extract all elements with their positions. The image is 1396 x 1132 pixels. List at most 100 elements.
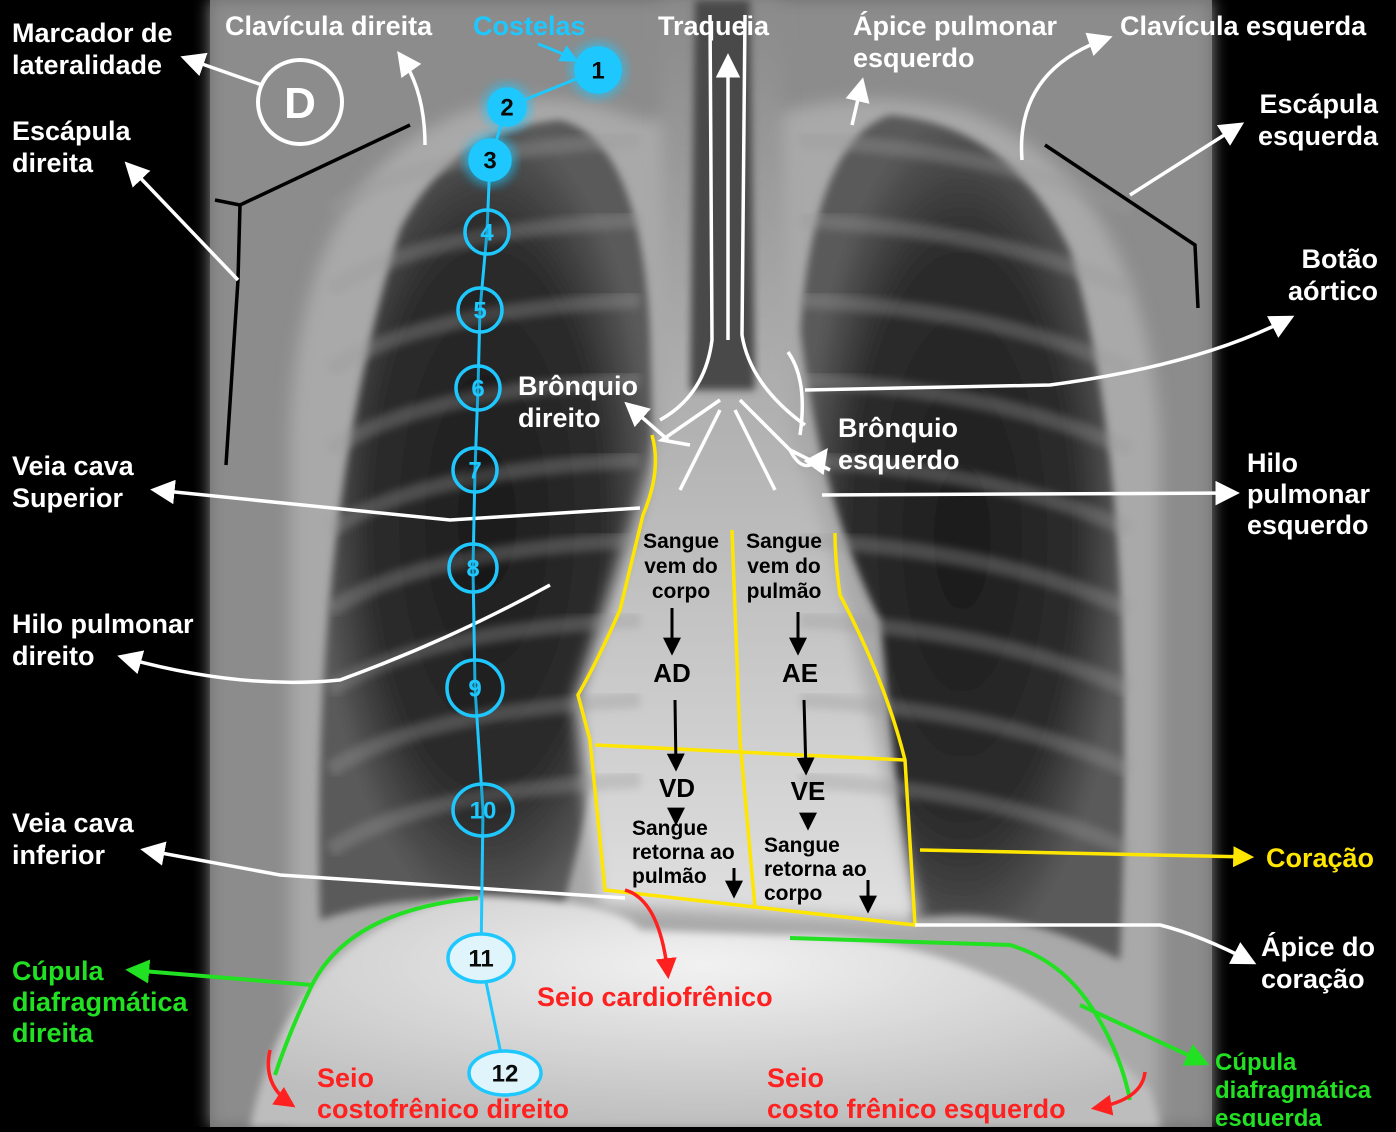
rib-shadow-left: [799, 132, 1134, 218]
rib-circle: [447, 542, 499, 594]
rib-shadow-right: [325, 372, 641, 457]
rib-node-5: 5: [456, 286, 504, 334]
rib-shadow-right: [325, 292, 641, 377]
rib-number: 6: [471, 376, 484, 403]
heart-ra-label: AD: [653, 658, 691, 688]
rib-circle: [446, 932, 516, 984]
label-cardiophrenic: Seio cardiofrênico: [537, 982, 773, 1012]
label-ribs-title: Costelas: [473, 11, 586, 41]
rib-shadow-right: [325, 212, 641, 297]
label-right-clavicle: Clavícula direita: [225, 11, 433, 41]
heart-rv-label: VD: [659, 773, 695, 803]
left-lung: [800, 115, 1125, 960]
rib-number: 5: [473, 298, 486, 325]
rib-number: 10: [470, 798, 497, 825]
rib-node-10: 10: [451, 782, 515, 838]
rib-circle: [468, 138, 512, 182]
rib-shadows: [325, 132, 1134, 858]
rib-number: 4: [480, 220, 494, 247]
rib-node-4: 4: [463, 208, 511, 256]
rib-circle: [454, 364, 502, 412]
rib-circle: [456, 286, 504, 334]
laterality-marker: D: [256, 58, 344, 146]
rib-circle: [463, 208, 511, 256]
label-left-clavicle: Clavícula esquerda: [1120, 11, 1367, 41]
rib-shadow-left: [799, 292, 1134, 378]
sinus-arrows: [266, 888, 1147, 1116]
scapula-left-lines: [1044, 143, 1200, 309]
rib-number: 9: [468, 676, 481, 703]
marker-circle: [256, 58, 344, 146]
rib-shadow-left: [799, 772, 1134, 858]
label-heart: Coração: [1266, 843, 1374, 873]
rib-number: 8: [466, 556, 479, 583]
rib-number: 1: [591, 58, 604, 85]
mediastinum: [575, 0, 920, 920]
rib-shadow-left: [799, 212, 1134, 298]
rib-shadow-right: [325, 692, 641, 777]
diaphragm-lines: [125, 896, 1210, 1101]
rib-number: 3: [483, 148, 496, 175]
rib-node-12: 12: [467, 1049, 543, 1097]
rib-shadow-right: [325, 452, 641, 537]
heart-flow-arrow: [666, 699, 685, 772]
rib-number: 11: [468, 946, 493, 973]
rib-node-9: 9: [445, 658, 505, 718]
rib-shadow-left: [799, 452, 1134, 538]
rib-shadow-left: [799, 692, 1134, 778]
rib-circle: [574, 46, 622, 94]
rib-shadow-left: [799, 612, 1134, 698]
rib-number: 12: [492, 1061, 519, 1088]
rib-shadow-left: [799, 372, 1134, 458]
heart-la-label: AE: [782, 658, 818, 688]
right-lung: [319, 120, 655, 920]
rib-number: 7: [468, 458, 481, 485]
rib-shadow-right: [325, 532, 641, 617]
rib-shadow-right: [325, 132, 641, 217]
rib-node-3: 3: [464, 134, 516, 186]
rib-number: 2: [500, 95, 513, 122]
marker-letter: D: [284, 79, 316, 128]
heart-lv-label: VE: [791, 776, 826, 806]
tracheal-air-column: [690, 0, 755, 390]
rib-circle: [451, 782, 515, 838]
rib-shadow-left: [799, 532, 1134, 618]
heart-outline: [576, 434, 1255, 927]
pointer-arrows: [117, 32, 1295, 965]
rib-node-6: 6: [454, 364, 502, 412]
heart-flow-arrow: [796, 699, 815, 776]
rib-circle: [487, 87, 527, 127]
rib-circle: [467, 1049, 543, 1097]
rib-circle: [445, 658, 505, 718]
rib-node-7: 7: [451, 446, 499, 494]
label-trachea: Traqueia: [658, 11, 770, 41]
rib-circle: [451, 446, 499, 494]
rib-node-11: 11: [446, 932, 516, 984]
rib-node-2: 2: [483, 83, 531, 131]
